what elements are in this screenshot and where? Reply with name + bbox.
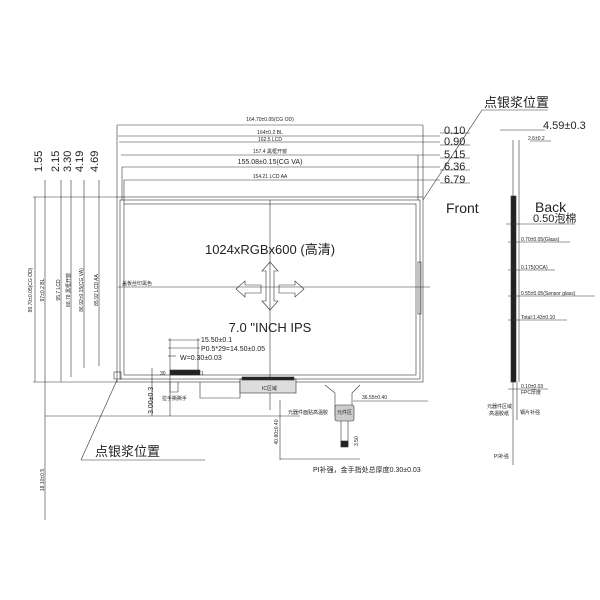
svg-text:0.10: 0.10 (444, 125, 465, 137)
silk-label: 盖板丝印黑色 (122, 280, 152, 287)
fpc-width: 15.50±0.1 (201, 337, 232, 344)
fpc-right: 36.55±0.40 (362, 395, 387, 401)
dim-cg-va: 155.08±0.15(CG VA) (238, 159, 303, 166)
svg-text:0.90: 0.90 (444, 136, 465, 148)
fpc-length: 40.80±0.40 (274, 419, 280, 444)
svg-text:97±0.2 BL: 97±0.2 BL (40, 278, 46, 301)
svg-text:6.36: 6.36 (444, 161, 465, 173)
comp-label: 元件区 (337, 409, 352, 416)
front-label: Front (446, 200, 479, 216)
svg-text:99.70±0.05(CG OD): 99.70±0.05(CG OD) (28, 267, 34, 312)
leader-line (80, 379, 118, 461)
note-component: 元器件区域 (487, 403, 512, 410)
svg-text:85.92 LCD AA: 85.92 LCD AA (94, 273, 100, 305)
fpc-thickness-label: FPC厚度 (521, 389, 541, 396)
left-dimensions: 1.55 2.15 3.30 4.19 4.69 99.70±0.05(CG O… (28, 151, 300, 520)
note-tape: 高温胶纸 (489, 410, 509, 417)
layer-total: Total:1.43±0.10 (521, 315, 555, 321)
side-view (500, 129, 595, 465)
ic-label: IC区域 (262, 385, 277, 392)
svg-text:1.55: 1.55 (33, 151, 45, 172)
tab-label: 拉手撕撕手 (162, 395, 187, 402)
pi-note: PI补强，金手指处总厚度0.30±0.03 (313, 465, 421, 474)
svg-text:6.79: 6.79 (444, 174, 465, 186)
pin-30: 30 (160, 371, 166, 377)
dim-lcd-aa: 154.21 LCD AA (253, 174, 288, 180)
layer-oca: 0.175(OCA) (521, 265, 548, 271)
layer-glass: 0.70±0.05(Glass) (521, 237, 560, 243)
comp-note: 元器件面贴高温胶 (288, 409, 328, 416)
note-steel: 钢片补强 (520, 409, 540, 416)
note-pi: PI补强 (494, 453, 509, 460)
dim-ink: 157.4 黑框开窗 (253, 148, 287, 155)
orientation-arrows-icon (235, 261, 305, 311)
dim-bl: 164±0.2 BL (257, 130, 283, 136)
fpc-w: W=0.30±0.03 (180, 355, 222, 362)
svg-text:5.15: 5.15 (444, 149, 465, 161)
size-label: 7.0 "INCH IPS (229, 320, 312, 335)
top-dimensions (116, 124, 440, 204)
silver-paste-marker (113, 371, 122, 380)
svg-text:18.10±0.5: 18.10±0.5 (40, 469, 46, 491)
pin-1: 1 (201, 371, 204, 377)
thickness-label: 4.59±0.3 (543, 120, 586, 132)
fpc-offset: 3.00±0.3 (148, 387, 155, 414)
back-label: Back (535, 199, 567, 215)
svg-text:88.78 黑框开窗: 88.78 黑框开窗 (65, 273, 72, 307)
svg-text:4.69: 4.69 (89, 151, 101, 172)
fpc-pitch: P0.5*29=14.50±0.05 (201, 346, 265, 353)
layer-sensor: 0.55±0.05(Sensor glass) (521, 291, 576, 297)
right-offsets: 0.10 0.90 5.15 6.36 6.79 (422, 109, 548, 201)
silver-paste-label-top: 点银浆位置 (484, 96, 549, 111)
side-strip (417, 261, 422, 315)
silver-paste-label-bottom: 点银浆位置 (95, 445, 160, 460)
svg-text:3.30: 3.30 (62, 151, 74, 172)
svg-text:2.15: 2.15 (50, 151, 62, 172)
small-thickness: 2.6±0.2 (528, 136, 545, 142)
tail-length: 3.50 (354, 436, 360, 446)
svg-text:86.92±0.15(CG VA): 86.92±0.15(CG VA) (79, 268, 85, 312)
svg-text:95.7 LCD: 95.7 LCD (56, 279, 62, 301)
resolution-label: 1024xRGBx600 (高清) (205, 242, 335, 257)
foam-label: 0.50泡棉 (533, 211, 576, 225)
dim-lcd: 162.5 LCD (258, 137, 282, 143)
svg-text:4.19: 4.19 (74, 151, 86, 172)
dim-cg-od: 164.70±0.05(CG OD) (246, 117, 294, 123)
fpc-thickness: 0.10±0.03 (521, 384, 543, 390)
fpc-area (151, 338, 428, 460)
